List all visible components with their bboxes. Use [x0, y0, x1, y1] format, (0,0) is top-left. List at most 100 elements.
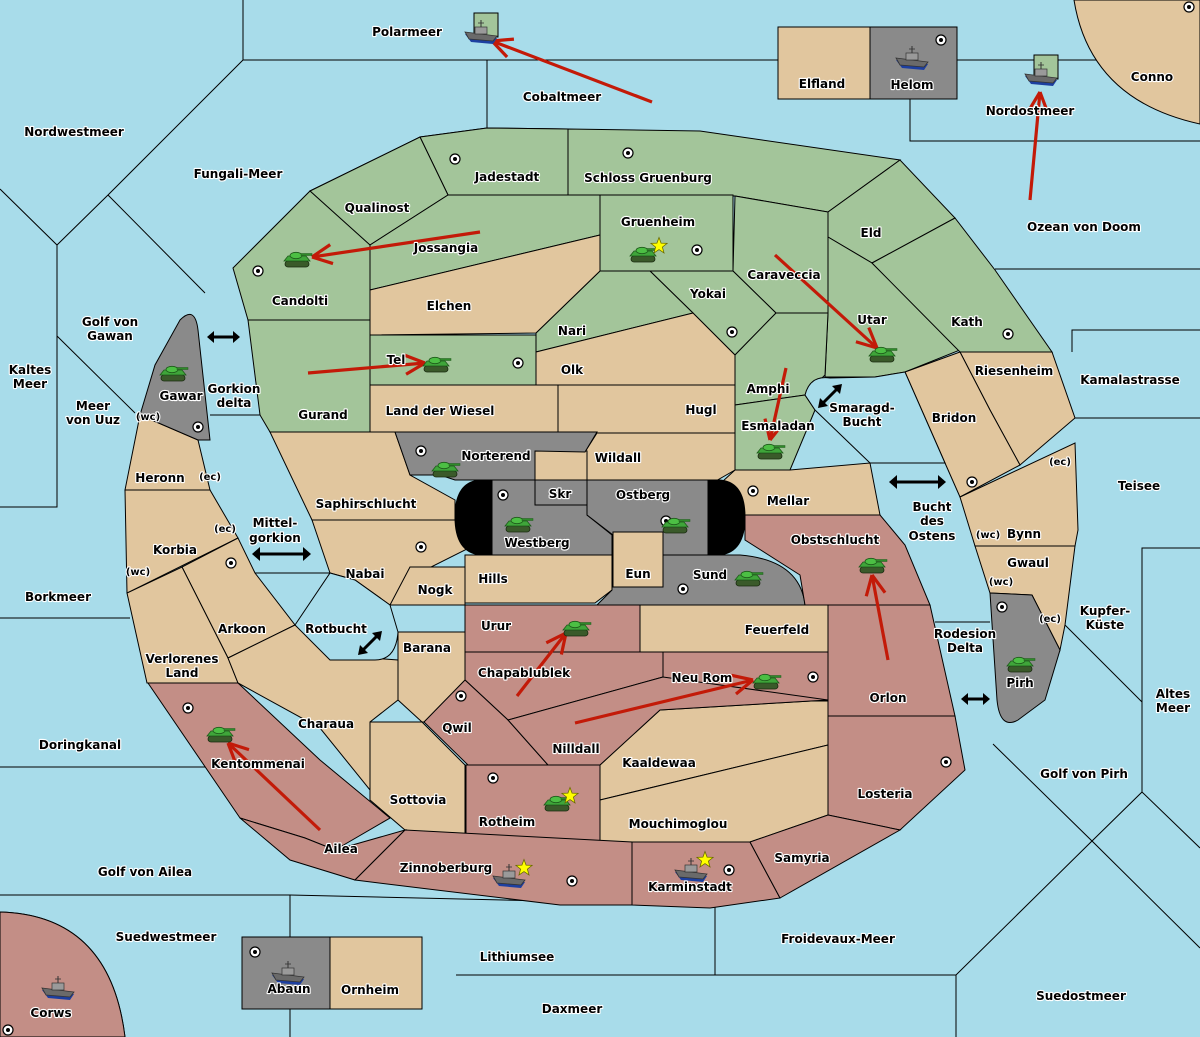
fleet-unit-icon[interactable]	[1024, 54, 1059, 86]
region-label-hugl: Hugl	[685, 403, 716, 417]
region-label-lithiumsee: Lithiumsee	[480, 950, 555, 964]
army-unit-icon[interactable]	[206, 726, 236, 743]
region-label-eun: Eun	[625, 567, 650, 581]
region-losteria[interactable]	[827, 715, 966, 831]
region-label-caraveccia: Caraveccia	[747, 268, 820, 282]
supply-center-icon	[723, 864, 735, 876]
supply-center-icon	[512, 357, 524, 369]
army-unit-icon[interactable]	[858, 557, 888, 574]
region-label-urur: Urur	[481, 619, 511, 633]
region-label-daxmeer: Daxmeer	[542, 1002, 603, 1016]
region-label-froidevaux: Froidevaux-Meer	[781, 932, 895, 946]
region-label-olk: Olk	[561, 363, 584, 377]
region-label-ailea: Ailea	[324, 842, 358, 856]
region-label-mellar: Mellar	[767, 494, 809, 508]
army-unit-icon[interactable]	[734, 570, 764, 587]
region-label-westberg: Westberg	[504, 536, 569, 550]
region-label-mittelgorkion: Mittel-gorkion	[249, 516, 301, 545]
region-label-golfpirh: Golf von Pirh	[1040, 767, 1128, 781]
coast-label: (wc)	[989, 577, 1013, 588]
region-bynn[interactable]	[959, 442, 1079, 547]
army-unit-icon[interactable]	[159, 365, 189, 382]
region-elfland[interactable]	[777, 26, 871, 100]
region-sund[interactable]	[595, 554, 806, 606]
army-unit-icon[interactable]	[752, 673, 782, 690]
region-samyria[interactable]	[749, 814, 902, 899]
order-arrow	[307, 353, 426, 376]
supply-center-icon	[996, 601, 1008, 613]
region-label-gruenheim: Gruenheim	[621, 215, 695, 229]
fleet-unit-icon[interactable]	[674, 850, 715, 883]
double-arrow-icon	[207, 331, 240, 343]
region-ornheim[interactable]	[329, 936, 423, 1010]
region-label-korbia: Korbia	[153, 543, 197, 557]
region-label-amphi: Amphi	[746, 382, 789, 396]
order-arrow	[763, 367, 788, 441]
supply-center-icon	[622, 147, 634, 159]
order-arrow	[515, 631, 568, 697]
fleet-unit-icon[interactable]	[464, 12, 499, 44]
coast-label: (ec)	[199, 472, 221, 483]
supply-center-icon	[566, 875, 578, 887]
supply-center-icon	[415, 445, 427, 457]
army-unit-icon[interactable]	[562, 620, 592, 637]
region-label-utar: Utar	[857, 313, 887, 327]
army-unit-icon[interactable]	[283, 251, 313, 268]
region-label-ostberg: Ostberg	[616, 488, 670, 502]
region-gruenheim[interactable]	[599, 194, 734, 272]
region-rotbucht[interactable]	[294, 572, 399, 661]
region-pirh[interactable]	[989, 592, 1061, 723]
region-label-jossangia: Jossangia	[413, 241, 478, 255]
region-label-sund: Sund	[693, 568, 727, 582]
region-conno[interactable]	[1073, 0, 1200, 125]
region-label-elchen: Elchen	[427, 299, 472, 313]
region-kath[interactable]	[871, 217, 1053, 353]
order-arrow	[226, 741, 322, 832]
fleet-unit-icon[interactable]	[492, 858, 534, 889]
army-unit-icon[interactable]	[422, 356, 452, 373]
supply-center-icon	[415, 541, 427, 553]
supply-center-icon	[691, 244, 703, 256]
army-unit-icon[interactable]	[431, 461, 461, 478]
region-label-rotbucht: Rotbucht	[305, 622, 367, 636]
region-elchen[interactable]	[369, 234, 601, 336]
army-unit-icon[interactable]	[661, 517, 691, 534]
supply-center-icon	[497, 489, 509, 501]
fleet-unit-icon[interactable]	[271, 961, 305, 985]
region-label-riesenheim: Riesenheim	[975, 364, 1054, 378]
supply-center-icon	[940, 756, 952, 768]
region-urur[interactable]	[464, 604, 641, 653]
supply-center-icon	[487, 772, 499, 784]
supply-center-icon	[807, 671, 819, 683]
region-label-chapa: Chapablublek	[478, 666, 571, 680]
border-lithiumsee	[289, 894, 716, 976]
region-smaragd[interactable]	[804, 371, 946, 464]
fleet-unit-icon[interactable]	[41, 976, 75, 1000]
supply-center-icon	[192, 421, 204, 433]
region-label-nogk: Nogk	[418, 583, 454, 597]
fleet-unit-icon[interactable]	[895, 46, 929, 70]
army-unit-icon[interactable]	[868, 346, 898, 363]
region-label-norterend: Norterend	[461, 449, 530, 463]
region-label-wildall: Wildall	[595, 451, 641, 465]
region-label-feuerfeld: Feuerfeld	[745, 623, 810, 637]
army-unit-icon[interactable]	[756, 443, 786, 460]
army-unit-icon[interactable]	[504, 516, 534, 533]
order-arrow	[311, 230, 481, 266]
army-unit-icon[interactable]	[543, 786, 580, 812]
region-label-hills: Hills	[478, 572, 508, 586]
army-unit-icon[interactable]	[1006, 656, 1036, 673]
region-label-esmaladan: Esmaladan	[741, 419, 814, 433]
army-unit-icon[interactable]	[629, 236, 669, 263]
region-label-teisee: Teisee	[1118, 479, 1160, 493]
supply-center-icon	[182, 702, 194, 714]
order-arrow	[574, 673, 755, 725]
region-label-gwaul: Gwaul	[1007, 556, 1049, 570]
region-label-tel: Tel	[387, 353, 406, 367]
region-rotheim[interactable]	[465, 764, 601, 843]
region-olk[interactable]	[535, 312, 736, 386]
region-label-doringkanal: Doringkanal	[39, 738, 121, 752]
